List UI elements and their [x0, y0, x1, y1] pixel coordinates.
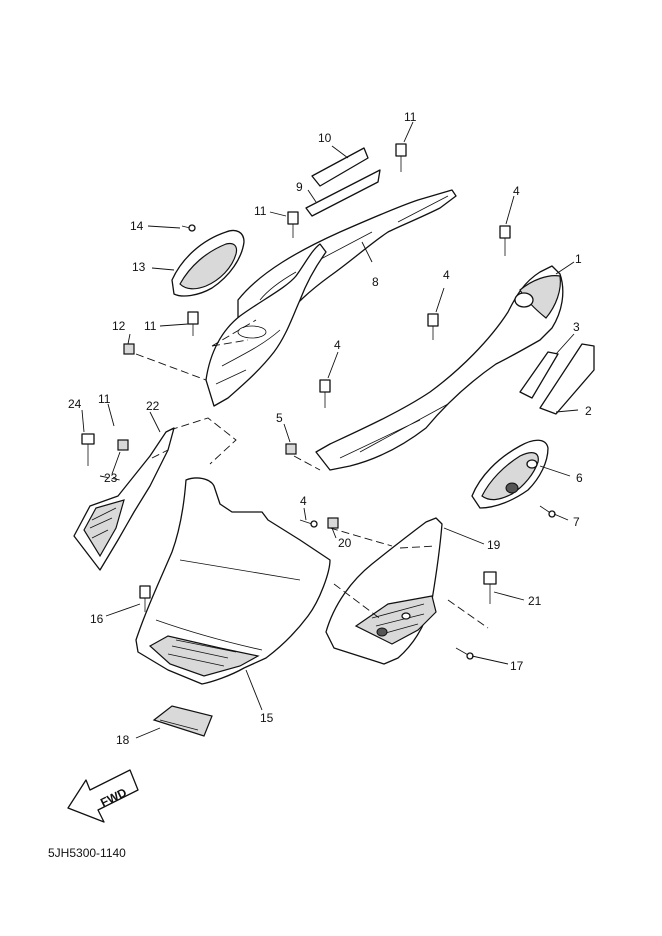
callout-19: 19 — [487, 538, 501, 552]
callout-4b: 4 — [443, 268, 450, 282]
part-9-strip — [305, 169, 381, 217]
part-1-rear-cowl — [315, 265, 564, 471]
bolt-4-a — [499, 225, 511, 256]
part-3-decal — [519, 351, 559, 399]
bolt-4-b — [427, 313, 439, 340]
callout-11a: 11 — [404, 110, 417, 124]
diagram-part-code: 5JH5300-1140 — [48, 846, 126, 860]
callout-8: 8 — [372, 275, 379, 289]
callout-6: 6 — [576, 471, 583, 485]
bolt-11-c — [187, 311, 199, 336]
callout-1: 1 — [575, 252, 582, 266]
bolt-11-a — [395, 143, 407, 172]
callout-11d: 11 — [98, 392, 111, 406]
nut-5 — [285, 443, 297, 455]
callout-11c: 11 — [144, 319, 157, 333]
part-6-side-panel — [471, 439, 549, 509]
callout-18: 18 — [116, 733, 130, 747]
part-2-decal — [539, 343, 595, 415]
callout-14: 14 — [130, 219, 144, 233]
callout-17: 17 — [510, 659, 524, 673]
screw-14 — [181, 224, 196, 232]
callout-numbers: 1 2 3 4 4 4 4 5 6 7 8 9 10 11 11 11 11 1… — [68, 110, 592, 747]
callout-22: 22 — [146, 399, 160, 413]
callout-21: 21 — [528, 594, 542, 608]
callout-20: 20 — [338, 536, 352, 550]
callout-24: 24 — [68, 397, 82, 411]
nut-20 — [327, 517, 339, 529]
nut-23 — [117, 439, 129, 451]
nut-12 — [123, 343, 135, 355]
callout-4c: 4 — [334, 338, 341, 352]
callout-9: 9 — [296, 180, 303, 194]
part-13-cap — [171, 229, 245, 297]
part-19-step-panel — [325, 517, 443, 665]
callout-16: 16 — [90, 612, 104, 626]
bolt-11-b — [287, 211, 299, 238]
callout-13: 13 — [132, 260, 146, 274]
callout-15: 15 — [260, 711, 274, 725]
part-15-floor-panel — [135, 477, 331, 685]
part-18-pad — [152, 705, 213, 737]
screw-17 — [455, 647, 474, 660]
callout-12: 12 — [112, 319, 126, 333]
callout-23: 23 — [104, 471, 118, 485]
callout-7: 7 — [573, 515, 580, 529]
bolt-21 — [483, 571, 497, 604]
callout-11b: 11 — [254, 204, 267, 218]
leader-lines — [81, 121, 579, 739]
fwd-arrow: FWD — [67, 769, 139, 823]
bolt-24 — [81, 433, 95, 466]
screw-7 — [539, 505, 556, 518]
part-22-guard — [73, 427, 175, 571]
callout-5: 5 — [276, 411, 283, 425]
screw-4-d — [299, 519, 318, 528]
callout-3: 3 — [573, 320, 580, 334]
callout-10: 10 — [318, 131, 332, 145]
callout-4a: 4 — [513, 184, 520, 198]
callout-4d: 4 — [300, 494, 307, 508]
callout-2: 2 — [585, 404, 592, 418]
assembly-lines — [99, 319, 489, 629]
bolt-16 — [139, 585, 151, 612]
bolt-4-c — [319, 379, 331, 408]
part-main-side-cover — [205, 243, 327, 407]
